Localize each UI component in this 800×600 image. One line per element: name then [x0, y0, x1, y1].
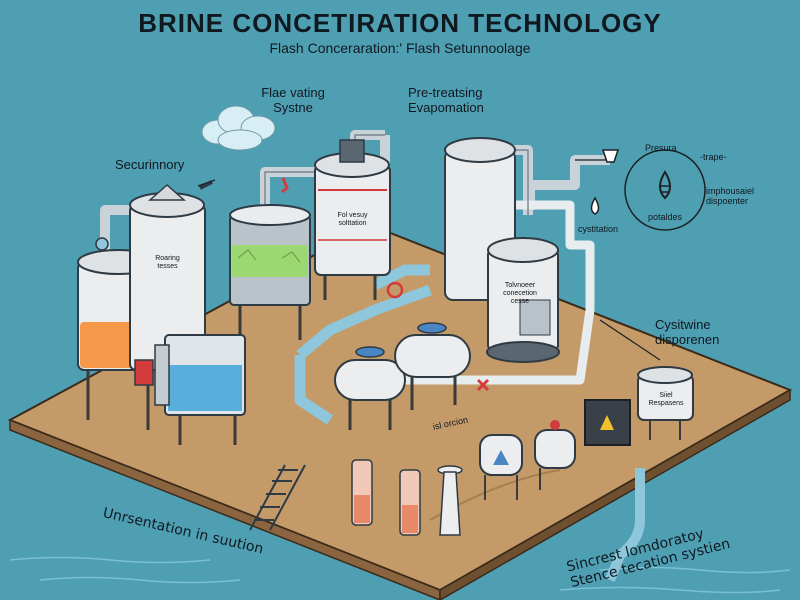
red-flow-arrow [281, 177, 289, 194]
skel-tank [637, 366, 694, 440]
diagram-subtitle: Flash Concerаration:ʹ Flash Setunnoolage [269, 40, 531, 56]
label-pressure: Presura [645, 143, 677, 153]
process-cycle-icon [624, 149, 706, 231]
label-potables: potaldes [648, 212, 683, 222]
brine-holding-tank [134, 334, 246, 445]
label-security: Securinnory [115, 157, 185, 172]
mixer-unit-left [479, 434, 523, 500]
callout-lines [197, 159, 661, 361]
concentration-tank [486, 237, 560, 363]
flash-vessel [314, 139, 391, 300]
label-rearing-tank: Roaring tesses [155, 255, 180, 271]
funnel-stand [437, 465, 463, 536]
sample-tubes [351, 459, 421, 536]
diagram-title: BRINE CONCETIRATION TECHNOLOGY [138, 8, 662, 38]
label-cystwine: Cysitwine disporenen [655, 317, 720, 347]
label-impousal: imphousaiel dispoenter [706, 186, 755, 207]
rearing-tank [129, 180, 213, 371]
water-drop-icon [590, 196, 600, 215]
red-valve-icon [476, 378, 490, 392]
green-evaporator-tank [229, 204, 311, 345]
horizontal-drum-right [394, 322, 471, 410]
label-cystitation: cystitation [578, 224, 619, 234]
label-pretreating-evaporation: Pre-treatsing Evapomation [408, 85, 484, 115]
horizontal-drum-left [334, 346, 406, 430]
label-fol-tank: Fol vesuy solttation [337, 212, 368, 228]
label-flare-system: Flae vating Systne [261, 85, 325, 115]
discharge-pipe [605, 468, 645, 582]
access-stairs [249, 464, 306, 531]
mixer-unit-right [534, 420, 576, 490]
blue-pipes [294, 264, 432, 425]
steam-cloud-icon [201, 105, 276, 151]
electrical-control-box [584, 399, 631, 446]
filter-icon [601, 149, 620, 163]
water-ripples [9, 556, 791, 594]
label-trape: -trape- [700, 152, 727, 162]
label-tolusteg: Tolvnoeer conecetion cesse [503, 282, 537, 306]
label-skel-tank: Siiel Respasens [648, 392, 684, 408]
red-valve-icon [386, 281, 404, 299]
